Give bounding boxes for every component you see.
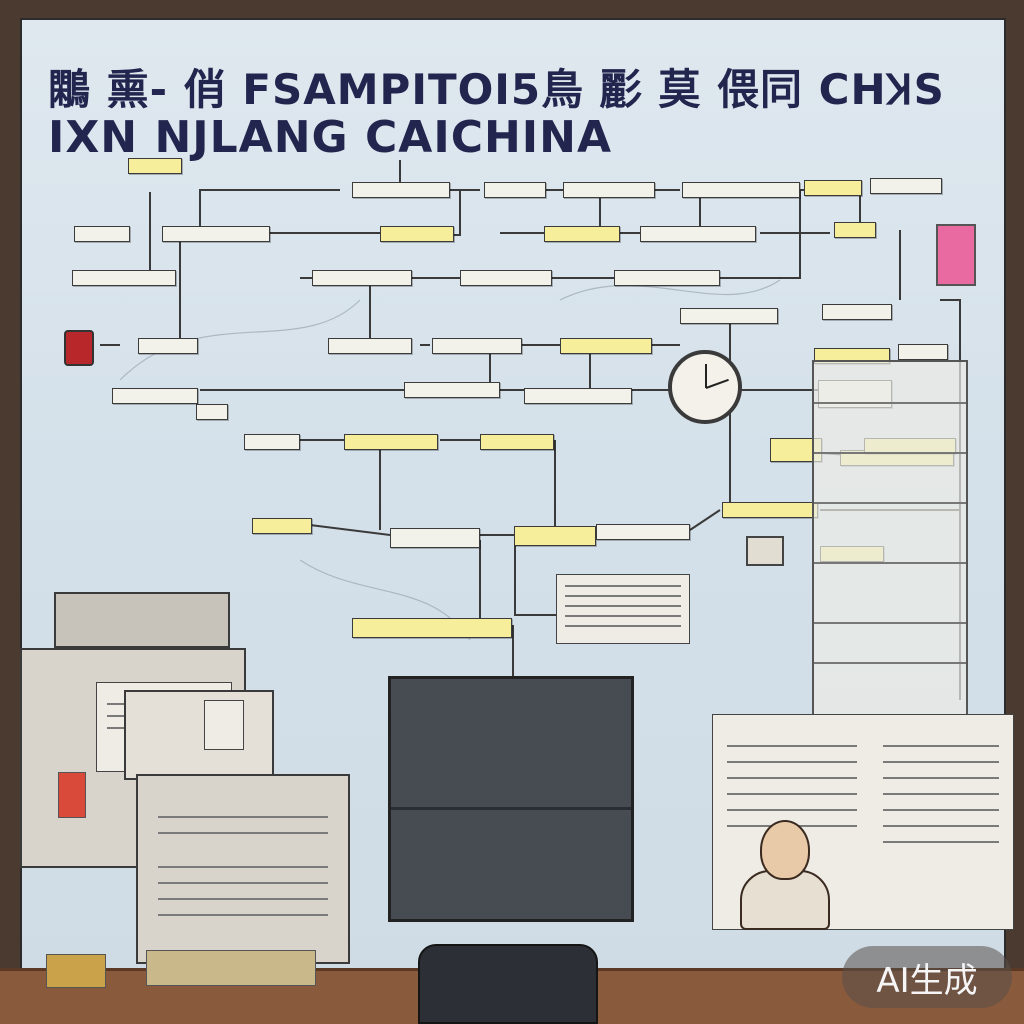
flow-node [804,180,862,196]
flow-node [432,338,522,354]
flow-node [614,270,720,286]
flow-node [112,388,198,404]
flow-node [484,182,546,198]
paper-stack [124,690,274,780]
flow-node [544,226,620,242]
flow-node [344,434,438,450]
flow-node [680,308,778,324]
printer-top [54,592,230,648]
stapler-icon [46,954,106,988]
flow-node [390,528,480,548]
person-figure [740,870,830,930]
document-shelf [812,360,968,716]
photocopier [136,774,350,964]
flow-node [640,226,756,242]
flow-node [352,182,450,198]
flow-node [404,382,500,398]
flow-node [352,618,512,638]
flow-node [480,434,554,450]
flow-node [328,338,412,354]
clock-hour-hand [705,364,707,388]
flow-node [74,226,130,242]
flow-node [72,270,176,286]
ai-generated-badge: AI生成 [842,946,1012,1008]
clock-minute-hand [705,378,729,389]
flow-node [524,388,632,404]
flow-node [128,158,182,174]
red-pin-icon [64,330,94,366]
flow-node [138,338,198,354]
flow-node [682,182,800,198]
board-title-line-1: 鷴 熏- 俏 FSAMPITOI5鳥 彲 莫 偎同 CHꞰS [48,65,945,114]
desk-tray [146,950,316,986]
flow-node [244,434,300,450]
flow-node [196,404,228,420]
flow-node [380,226,454,242]
flow-node [722,502,818,518]
board-title-line-2: IXN NJLANG CAICHINA [48,112,613,163]
clock-icon [668,350,742,424]
ai-generated-label: AI生成 [876,960,978,1001]
person-head [760,820,810,880]
flow-node [870,178,942,194]
flow-node [162,226,270,242]
pink-note-icon [936,224,976,286]
stamp-box [746,536,784,566]
flow-node [560,338,652,354]
flow-node [822,304,892,320]
flow-node [252,518,312,534]
flow-node [514,526,596,546]
flow-node [596,524,690,540]
flow-node [460,270,552,286]
flow-node [898,344,948,360]
office-chair [418,944,598,1024]
computer-monitor [388,676,634,922]
red-tab-icon [58,772,86,818]
photo-card [204,700,244,750]
flow-node [563,182,655,198]
flow-node [834,222,876,238]
document-card [556,574,690,644]
flow-node [312,270,412,286]
